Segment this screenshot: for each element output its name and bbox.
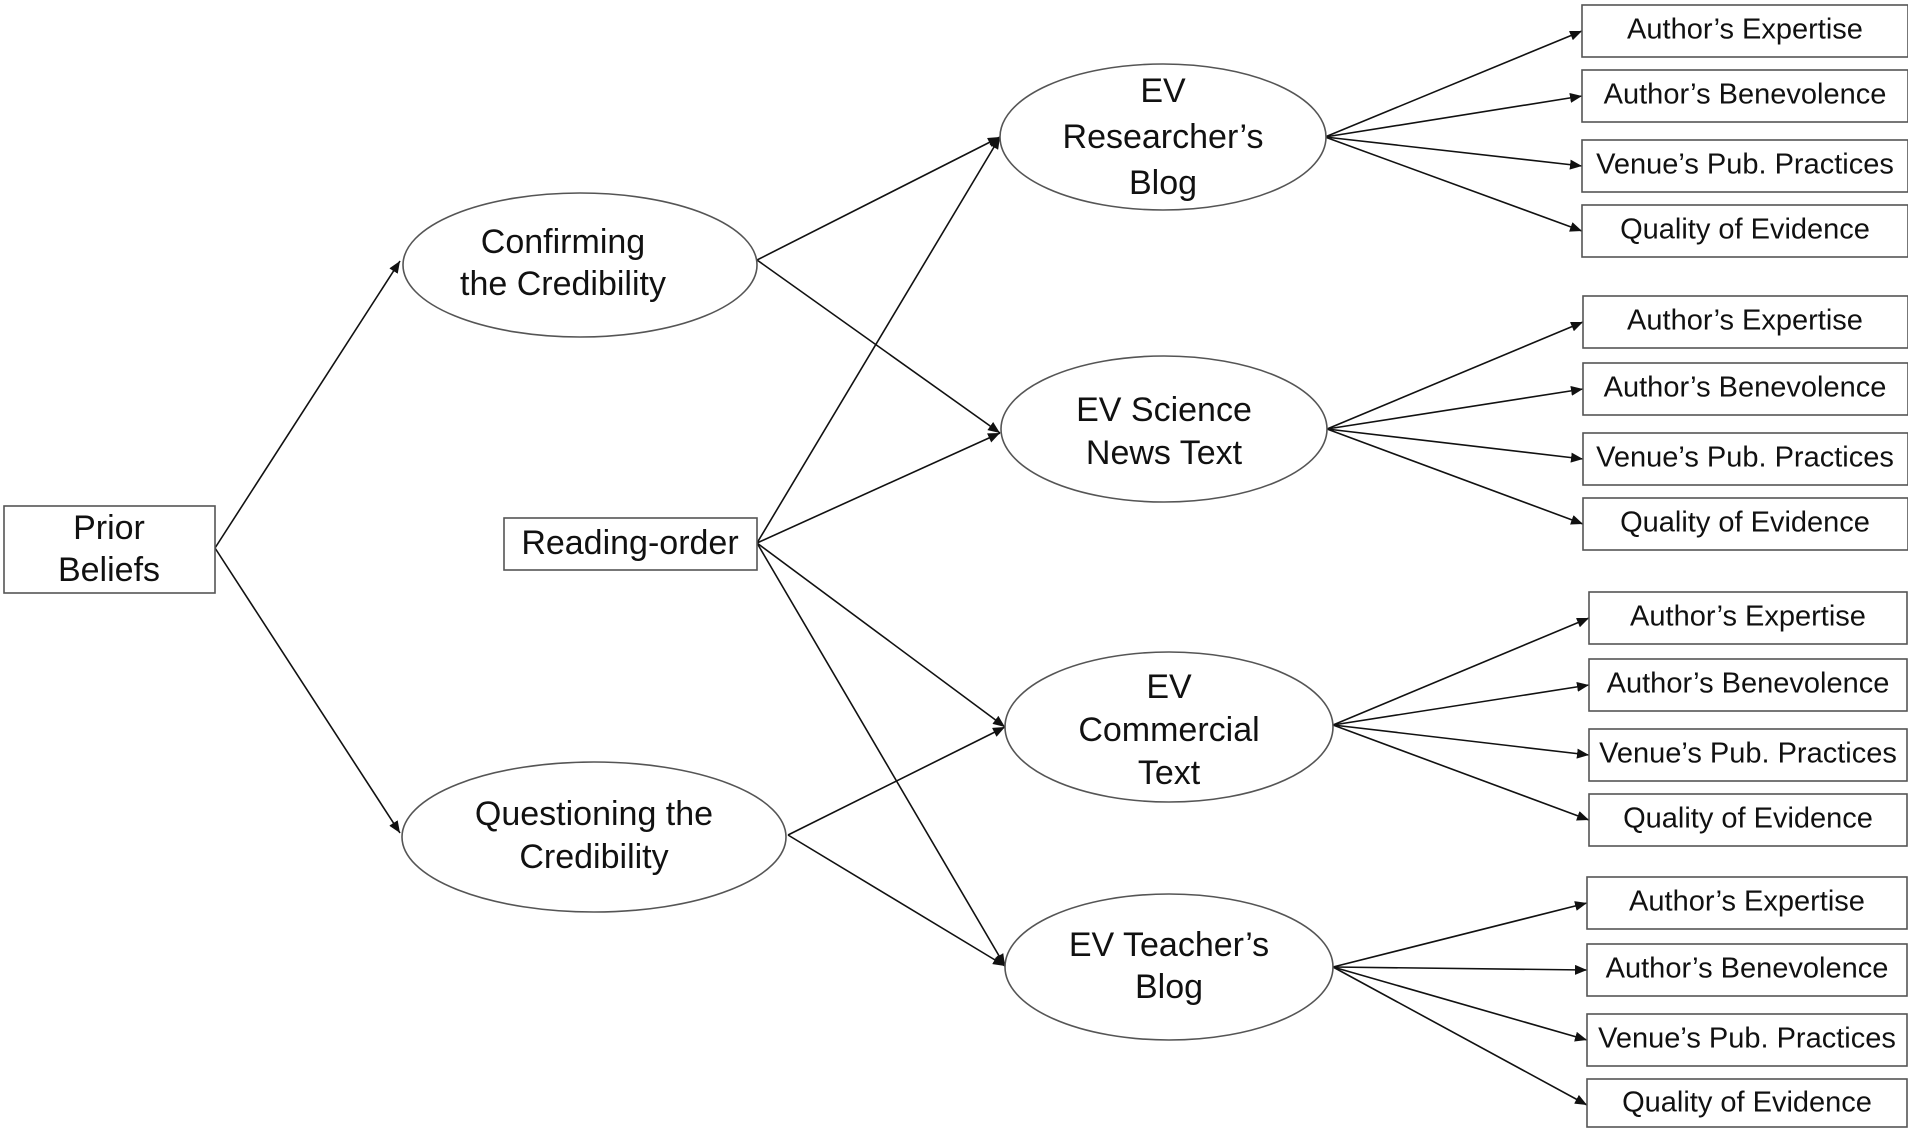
node-confirming-credibility: Confirming the Credibility: [402, 192, 758, 338]
node-prior-beliefs-line-2: Beliefs: [58, 551, 160, 589]
node-researcher-line-3: Blog: [1129, 164, 1197, 202]
edge-prior-to-confirming: [214, 260, 401, 549]
criterion-authors-benevolence: Author’s Benevolence: [1607, 668, 1890, 700]
criterion-authors-expertise: Author’s Expertise: [1627, 305, 1863, 337]
edge-teacher-expertise: [1332, 901, 1588, 968]
edge-researcher-expertise: [1324, 30, 1583, 138]
criteria-group-teacher: Author’s Expertise Author’s Benevolence …: [1586, 876, 1908, 1128]
edge-questioning-to-teacher: [787, 834, 1006, 967]
edge-researcher-venue: [1324, 136, 1583, 170]
criterion-authors-benevolence: Author’s Benevolence: [1606, 953, 1889, 985]
edge-questioning-to-commercial: [787, 726, 1006, 836]
node-ev-commercial-text: EV Commercial Text: [1004, 651, 1334, 803]
node-commercial-line-3: Text: [1138, 754, 1201, 792]
edge-reading-to-commercial: [756, 542, 1006, 728]
criterion-authors-expertise: Author’s Expertise: [1627, 14, 1863, 46]
node-prior-beliefs: Prior Beliefs: [3, 505, 216, 594]
criterion-authors-benevolence: Author’s Benevolence: [1604, 79, 1887, 111]
edge-science-expertise: [1326, 321, 1584, 430]
criterion-authors-expertise: Author’s Expertise: [1630, 601, 1866, 633]
edge-reading-to-teacher: [756, 542, 1006, 967]
node-teacher-line-1: EV Teacher’s: [1069, 926, 1269, 964]
edge-science-venue: [1326, 428, 1584, 463]
node-teacher-line-2: Blog: [1135, 968, 1203, 1006]
criterion-venues-pub-practices: Venue’s Pub. Practices: [1598, 1023, 1896, 1055]
edge-commercial-venue: [1332, 724, 1590, 759]
edge-commercial-expertise: [1332, 617, 1590, 726]
criterion-venues-pub-practices: Venue’s Pub. Practices: [1596, 442, 1894, 474]
criteria-group-researcher: Author’s Expertise Author’s Benevolence …: [1581, 4, 1908, 258]
edge-science-quality: [1326, 428, 1584, 525]
node-science-line-1: EV Science: [1076, 391, 1252, 429]
node-researcher-line-1: EV: [1140, 72, 1186, 110]
criterion-quality-of-evidence: Quality of Evidence: [1620, 507, 1870, 539]
edge-reading-to-science-news: [756, 432, 1001, 544]
node-questioning-line-2: Credibility: [519, 838, 668, 876]
criterion-quality-of-evidence: Quality of Evidence: [1620, 214, 1870, 246]
node-reading-order-label: Reading-order: [521, 524, 738, 562]
edge-confirming-to-researcher: [756, 136, 1001, 261]
edge-teacher-venue: [1332, 966, 1588, 1042]
edges: [214, 30, 1590, 1106]
node-questioning-credibility: Questioning the Credibility: [401, 761, 787, 913]
edge-commercial-benevolence: [1332, 681, 1590, 726]
criterion-quality-of-evidence: Quality of Evidence: [1623, 803, 1873, 835]
node-prior-beliefs-line-1: Prior: [73, 509, 145, 547]
node-ev-teachers-blog: EV Teacher’s Blog: [1004, 893, 1334, 1041]
edge-commercial-quality: [1332, 724, 1590, 821]
criterion-venues-pub-practices: Venue’s Pub. Practices: [1596, 149, 1894, 181]
edge-researcher-quality: [1324, 136, 1583, 232]
criteria-group-commercial: Author’s Expertise Author’s Benevolence …: [1588, 591, 1908, 847]
edge-teacher-quality: [1332, 966, 1588, 1106]
criterion-venues-pub-practices: Venue’s Pub. Practices: [1599, 738, 1897, 770]
criterion-quality-of-evidence: Quality of Evidence: [1622, 1087, 1872, 1119]
node-ev-researchers-blog: EV Researcher’s Blog: [999, 63, 1327, 211]
node-questioning-line-1: Questioning the: [475, 795, 713, 833]
edge-reading-to-researcher: [756, 136, 1001, 544]
node-commercial-line-1: EV: [1146, 668, 1192, 706]
criterion-authors-expertise: Author’s Expertise: [1629, 886, 1865, 918]
edge-science-benevolence: [1326, 385, 1584, 430]
criteria-group-science-news: Author’s Expertise Author’s Benevolence …: [1582, 295, 1908, 551]
node-confirming-line-1: Confirming: [481, 223, 645, 261]
node-reading-order: Reading-order: [503, 517, 758, 571]
criterion-authors-benevolence: Author’s Benevolence: [1604, 372, 1887, 404]
edge-researcher-benevolence: [1324, 92, 1583, 138]
node-researcher-line-2: Researcher’s: [1063, 118, 1264, 156]
edge-prior-to-questioning: [214, 547, 401, 834]
node-science-line-2: News Text: [1086, 434, 1243, 472]
edge-teacher-benevolence: [1332, 964, 1588, 975]
node-ev-science-news-text: EV Science News Text: [1000, 355, 1328, 503]
node-confirming-line-2: the Credibility: [460, 265, 666, 303]
node-commercial-line-2: Commercial: [1078, 711, 1259, 749]
edge-confirming-to-science-news: [756, 259, 1001, 434]
